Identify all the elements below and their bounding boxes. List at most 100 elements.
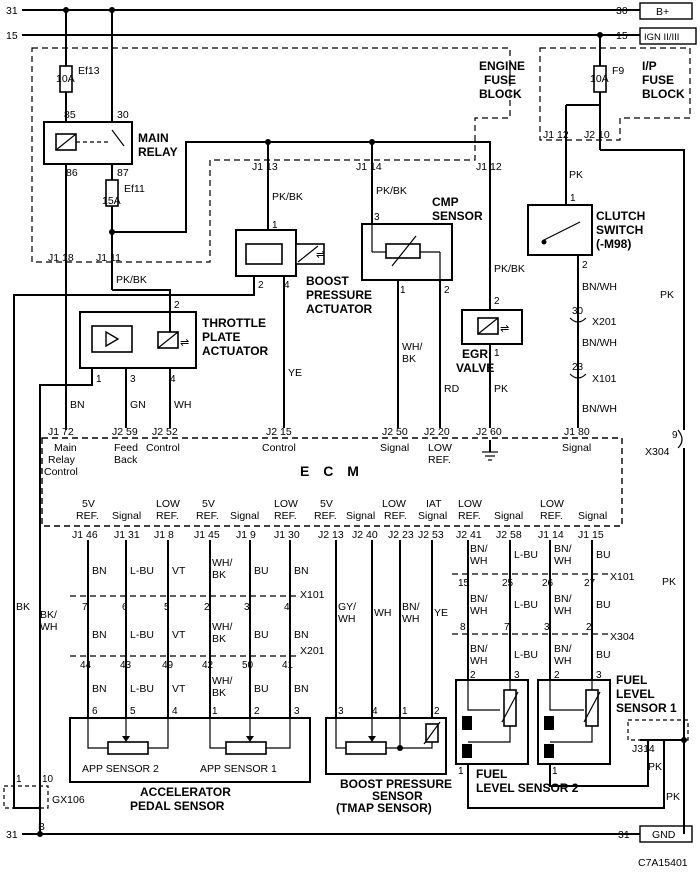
app-wires xyxy=(87,540,291,740)
rail-30-label: 30 xyxy=(616,5,628,17)
svg-text:J1 9: J1 9 xyxy=(236,529,256,541)
svg-text:REF.: REF. xyxy=(428,454,451,466)
boost-label-3: ACTUATOR xyxy=(306,302,373,316)
svg-text:42: 42 xyxy=(202,660,214,671)
svg-text:3: 3 xyxy=(294,706,300,717)
wire-pkbk-cmp: PK/BK xyxy=(376,185,407,197)
svg-text:BN/: BN/ xyxy=(554,593,572,605)
svg-text:6: 6 xyxy=(122,602,128,613)
x201-top: X201 xyxy=(592,316,617,328)
fls2-label-1: FUEL xyxy=(476,767,507,781)
j314-label: J314 xyxy=(632,743,655,755)
svg-text:BU: BU xyxy=(254,629,269,641)
svg-text:WH: WH xyxy=(402,613,420,625)
conn-j1-12: J1 12 xyxy=(476,161,502,173)
j314-splice xyxy=(627,719,689,741)
aps-label-2: PEDAL SENSOR xyxy=(130,799,225,813)
svg-text:REF.: REF. xyxy=(156,510,179,522)
f9-amp: 10A xyxy=(590,73,609,85)
svg-text:LOW: LOW xyxy=(382,498,406,510)
svg-text:Control: Control xyxy=(146,442,180,454)
rail-15-right: 15 xyxy=(616,30,628,42)
svg-text:Signal: Signal xyxy=(418,510,447,522)
svg-text:WH/: WH/ xyxy=(212,675,232,687)
ip-fuse-label-1: I/P xyxy=(642,59,657,73)
svg-text:5: 5 xyxy=(164,602,170,613)
fls1-label-1: FUEL xyxy=(616,673,647,687)
wire-pk-egr: PK xyxy=(494,383,508,395)
svg-text:J1 8: J1 8 xyxy=(154,529,174,541)
cmp-label-1: CMP xyxy=(432,195,459,209)
svg-text:1: 1 xyxy=(212,706,218,717)
conn-j1-13: J1 13 xyxy=(252,161,278,173)
ecm-box xyxy=(41,437,623,527)
throttle-label-3: ACTUATOR xyxy=(202,344,269,358)
tmap-label-2: SENSOR xyxy=(372,789,423,803)
wire-wh: WH xyxy=(174,399,192,411)
wire-gn: GN xyxy=(130,399,146,411)
svg-text:2: 2 xyxy=(470,670,476,681)
svg-text:41: 41 xyxy=(282,660,294,671)
svg-text:BN/: BN/ xyxy=(554,643,572,655)
boost-label-2: PRESSURE xyxy=(306,288,372,302)
svg-text:Control: Control xyxy=(44,466,78,478)
egr-flow-icon: ⇌ xyxy=(500,323,509,335)
svg-text:2: 2 xyxy=(444,285,450,296)
svg-text:LOW: LOW xyxy=(274,498,298,510)
svg-text:4: 4 xyxy=(372,706,378,717)
svg-text:REF.: REF. xyxy=(540,510,563,522)
wire-pkbk-boost: PK/BK xyxy=(272,191,303,203)
svg-text:BU: BU xyxy=(254,683,269,695)
throttle-label-1: THROTTLE xyxy=(202,316,266,330)
svg-text:5V: 5V xyxy=(320,498,333,510)
svg-text:BK/: BK/ xyxy=(40,609,57,621)
engine-fuse-label-3: BLOCK xyxy=(479,87,522,101)
gx106-splice xyxy=(3,785,49,809)
svg-text:L-BU: L-BU xyxy=(514,549,538,561)
gnd-left: 31 xyxy=(6,829,18,841)
svg-text:J2 23: J2 23 xyxy=(388,529,414,541)
svg-text:Signal: Signal xyxy=(230,510,259,522)
clutch-label-3: (-M98) xyxy=(596,237,631,251)
svg-text:BK: BK xyxy=(212,687,226,699)
svg-text:WH: WH xyxy=(554,605,572,617)
svg-text:WH: WH xyxy=(374,607,392,619)
svg-text:J1 30: J1 30 xyxy=(274,529,300,541)
svg-text:BK: BK xyxy=(212,569,226,581)
svg-text:BU: BU xyxy=(596,599,611,611)
svg-text:WH: WH xyxy=(470,605,488,617)
svg-text:L-BU: L-BU xyxy=(130,629,154,641)
svg-text:BN: BN xyxy=(294,629,309,641)
svg-text:26: 26 xyxy=(542,578,554,589)
svg-text:3: 3 xyxy=(544,622,550,633)
svg-text:3: 3 xyxy=(596,670,602,681)
svg-text:Signal: Signal xyxy=(562,442,591,454)
svg-text:Signal: Signal xyxy=(346,510,375,522)
conn-j1-11: J1 11 xyxy=(96,252,121,264)
conn-j1-14: J1 14 xyxy=(356,161,382,173)
pin-j2-60: J2 60 xyxy=(476,426,502,438)
wire-pk-right: PK xyxy=(660,289,674,301)
ef11-name: Ef11 xyxy=(124,183,145,195)
pin-j2-59: J2 59 xyxy=(112,426,138,438)
rail-31-label: 31 xyxy=(6,5,18,17)
svg-text:J1 46: J1 46 xyxy=(72,529,98,541)
svg-text:L-BU: L-BU xyxy=(130,565,154,577)
ef13-amp: 10A xyxy=(56,73,75,85)
svg-text:2: 2 xyxy=(258,280,264,291)
svg-text:LOW: LOW xyxy=(540,498,564,510)
svg-text:REF.: REF. xyxy=(274,510,297,522)
svg-text:LOW: LOW xyxy=(428,442,452,454)
wire-rd: RD xyxy=(444,383,460,395)
rail-15-left: 15 xyxy=(6,30,18,42)
svg-text:Main: Main xyxy=(54,442,77,454)
svg-text:WH: WH xyxy=(554,655,572,667)
svg-text:L-BU: L-BU xyxy=(130,683,154,695)
throttle-label-2: PLATE xyxy=(202,330,240,344)
main-relay-label-1: MAIN xyxy=(138,131,169,145)
fuel-wires xyxy=(467,540,593,680)
diagram-code: C7A15401 xyxy=(638,857,688,869)
svg-text:50: 50 xyxy=(242,660,254,671)
gnd-rail: 31 31 GND B xyxy=(6,821,693,843)
